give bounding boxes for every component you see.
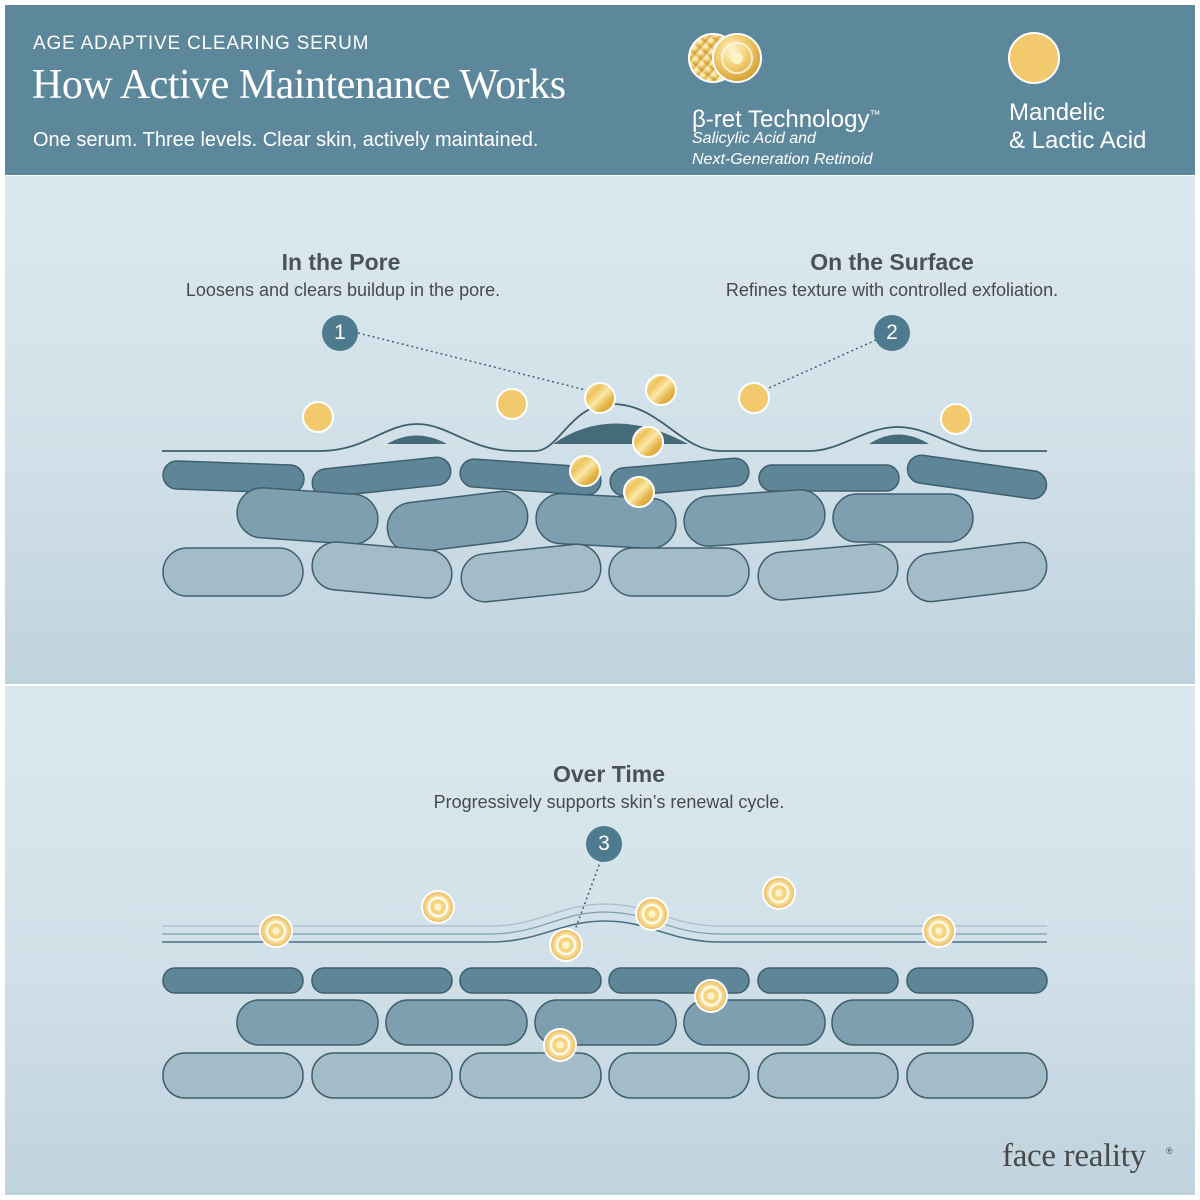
glow-molecules-bottom: [259, 876, 956, 1062]
mandelic-acid-molecules-top: [302, 382, 972, 435]
step-3-badge: 3: [586, 826, 622, 862]
step-2-badge: 2: [874, 315, 910, 351]
time-section-title: Over Time: [552, 761, 666, 787]
over-time-leader-line: [571, 859, 602, 939]
legend-bret-line2: Next-Generation Retinoid: [692, 151, 873, 168]
bottom-skin-cells: [162, 967, 1048, 1099]
time-section-description: Progressively supports skin’s renewal cy…: [433, 792, 785, 812]
legend-mandelic-line2: & Lactic Acid: [1009, 127, 1147, 154]
page-subtitle: One serum. Three levels. Clear skin, act…: [33, 129, 539, 151]
legend-mandelic-line1: Mandelic: [1009, 99, 1106, 126]
pore-section-description: Loosens and clears buildup in the pore.: [185, 280, 501, 300]
top-skin-cells: [162, 454, 1048, 603]
surface-section-title: On the Surface: [810, 249, 974, 275]
renewed-surface-lines: [162, 903, 1047, 943]
double-gold-molecule-icon: [688, 33, 762, 83]
brand-logo: face reality: [1002, 1138, 1146, 1174]
surface-section-description: Refines texture with controlled exfoliat…: [725, 280, 1059, 300]
brand-registered-mark: ®: [1166, 1146, 1173, 1156]
header-banner: AGE ADAPTIVE CLEARING SERUM How Active M…: [5, 5, 1195, 175]
page-title: How Active Maintenance Works: [32, 62, 566, 108]
pore-section-title: In the Pore: [281, 249, 401, 275]
top-leader-lines: [357, 332, 877, 393]
legend-mandelic: Mandelic & Lactic Acid: [1003, 27, 1193, 172]
product-eyebrow: AGE ADAPTIVE CLEARING SERUM: [33, 33, 370, 54]
legend-bret: β-ret Technology™ Salicylic Acid and Nex…: [687, 27, 947, 172]
legend-bret-line1: Salicylic Acid and: [692, 130, 816, 147]
over-time-panel: [5, 686, 1195, 1195]
gold-circle-icon: [1008, 32, 1060, 84]
step-1-badge: 1: [322, 315, 358, 351]
bret-molecules-top: [569, 374, 677, 508]
legend-bret-title: β-ret Technology™: [692, 106, 881, 133]
